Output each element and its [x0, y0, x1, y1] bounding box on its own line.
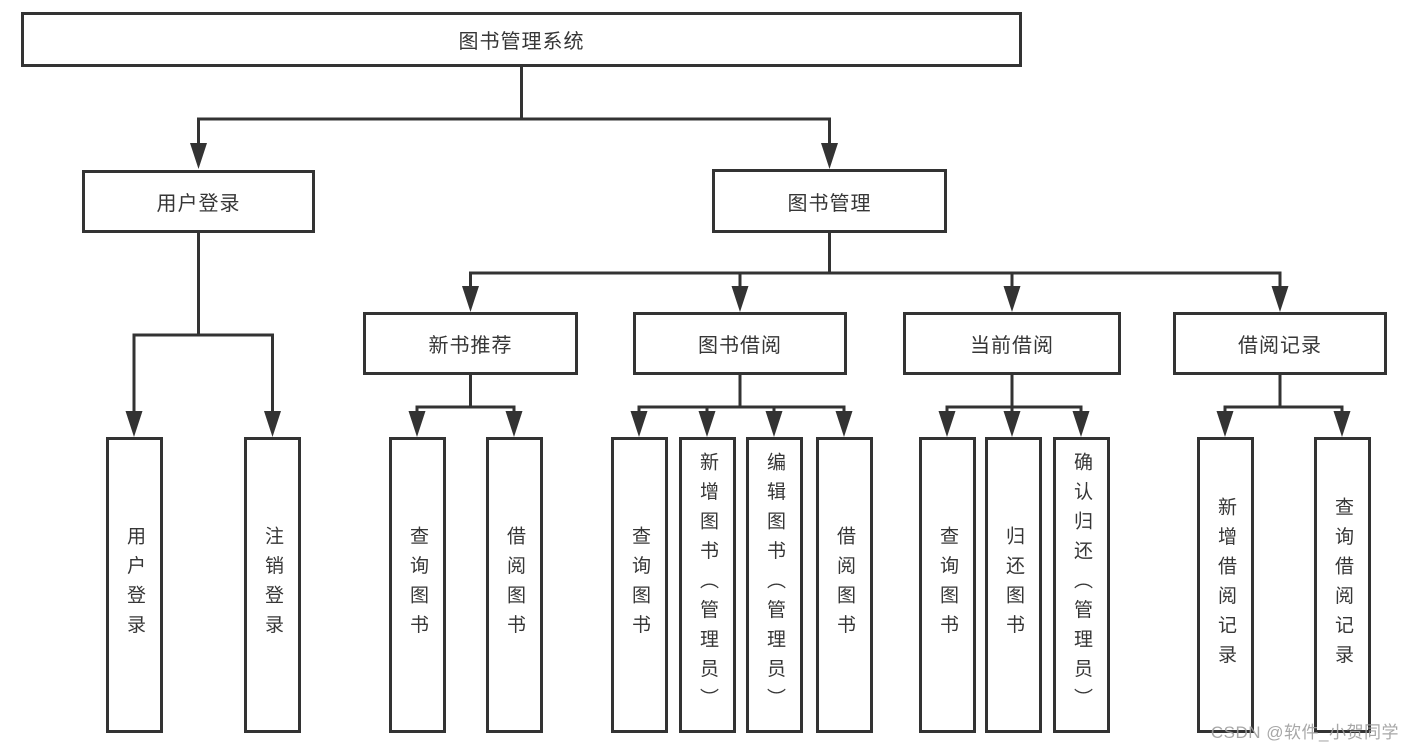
node-book-borrowing: 图书借阅: [633, 312, 847, 375]
leaf-label: 编辑图书（管理员）: [764, 452, 785, 718]
leaf-borrow-books-recommend: 借阅图书: [486, 437, 543, 733]
node-borrowing-records: 借阅记录: [1173, 312, 1387, 375]
leaf-query-borrow-record: 查询借阅记录: [1314, 437, 1371, 733]
leaf-label: 借阅图书: [504, 526, 525, 644]
leaf-add-book-admin: 新增图书（管理员）: [679, 437, 736, 733]
leaf-user-login: 用户登录: [106, 437, 163, 733]
leaf-query-books-recommend: 查询图书: [389, 437, 446, 733]
watermark: CSDN @软件_小贺同学: [1210, 723, 1399, 742]
leaf-confirm-return-admin: 确认归还（管理员）: [1053, 437, 1110, 733]
leaf-query-books-borrowing: 查询图书: [611, 437, 668, 733]
leaf-borrow-books: 借阅图书: [816, 437, 873, 733]
leaf-label: 新增图书（管理员）: [697, 452, 718, 718]
leaf-label: 查询借阅记录: [1332, 496, 1353, 674]
node-new-book-recommendation: 新书推荐: [363, 312, 578, 375]
leaf-label: 用户登录: [124, 526, 145, 644]
leaf-query-books-current: 查询图书: [919, 437, 976, 733]
leaf-label: 查询图书: [407, 526, 428, 644]
node-current-borrowing: 当前借阅: [903, 312, 1121, 375]
node-root: 图书管理系统: [21, 12, 1022, 67]
leaf-label: 借阅图书: [834, 526, 855, 644]
leaf-label: 归还图书: [1003, 526, 1024, 644]
leaf-label: 确认归还（管理员）: [1071, 452, 1092, 718]
leaf-label: 查询图书: [937, 526, 958, 644]
leaf-edit-book-admin: 编辑图书（管理员）: [746, 437, 803, 733]
leaf-return-book: 归还图书: [985, 437, 1042, 733]
leaf-logout: 注销登录: [244, 437, 301, 733]
leaf-label: 新增借阅记录: [1215, 496, 1236, 674]
leaf-label: 注销登录: [262, 526, 283, 644]
node-user-login: 用户登录: [82, 170, 315, 233]
node-book-management: 图书管理: [712, 169, 947, 233]
leaf-label: 查询图书: [629, 526, 650, 644]
leaf-add-borrow-record: 新增借阅记录: [1197, 437, 1254, 733]
